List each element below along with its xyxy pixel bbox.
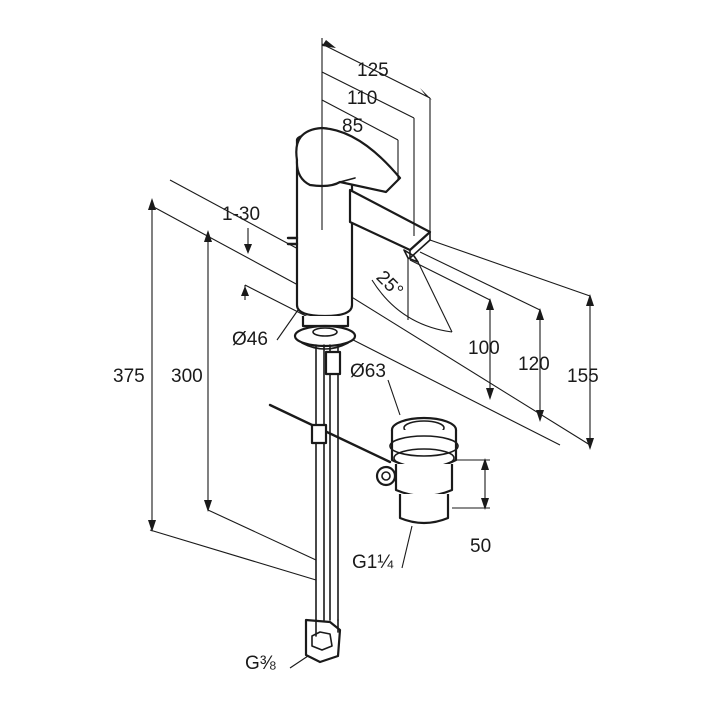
label-dia-46: Ø46 <box>232 329 268 350</box>
dimension-lines <box>148 38 594 669</box>
label-g3-8: G⅜ <box>245 653 276 674</box>
label-100: 100 <box>468 338 500 359</box>
label-300: 300 <box>171 366 203 387</box>
label-g1-1-4: G1¼ <box>352 552 394 573</box>
label-85: 85 <box>342 116 363 137</box>
label-110: 110 <box>347 88 377 109</box>
arrow-1-30-bottom <box>241 286 249 296</box>
label-1-30: 1-30 <box>222 204 260 225</box>
label-120: 120 <box>518 354 550 375</box>
label-155: 155 <box>567 366 599 387</box>
label-125: 125 <box>357 60 389 81</box>
label-375: 375 <box>113 366 145 387</box>
arrow-1-30-top <box>244 244 252 254</box>
supply-hoses <box>268 344 392 664</box>
faucet-body <box>286 126 432 350</box>
label-25-degree: 25° <box>372 267 407 302</box>
label-dia-63: Ø63 <box>350 361 386 382</box>
label-50: 50 <box>470 536 491 557</box>
popup-waste <box>375 416 459 525</box>
